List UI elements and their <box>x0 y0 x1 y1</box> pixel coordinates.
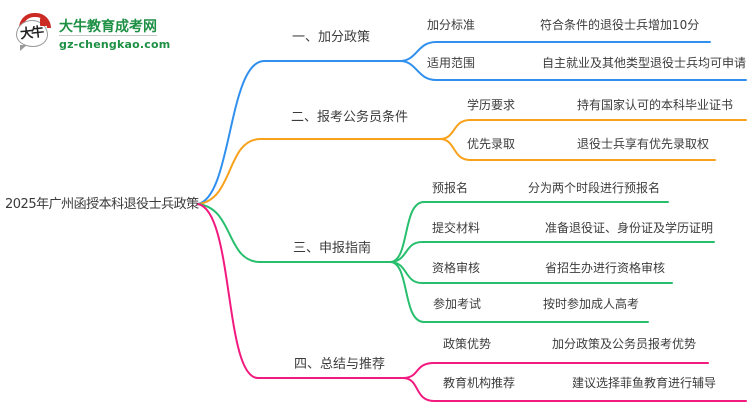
logo-bubble-tail <box>20 45 27 51</box>
root-topic: 2025年广州函授本科退役士兵政策 <box>5 197 199 212</box>
brand-domain: gz-chengkao.com <box>59 38 171 51</box>
branch-4-connector <box>197 203 747 402</box>
branch-2-label: 二、报考公务员条件 <box>291 110 409 125</box>
site-logo: 大牛 大牛教育成考网 gz-chengkao.com <box>16 13 170 63</box>
branch-1-child-1-detail: 符合条件的退役士兵增加10分 <box>540 18 700 32</box>
branch-1-label: 一、加分政策 <box>292 30 371 45</box>
logo-red-arc <box>19 13 51 28</box>
branch-1-child-2-detail: 自主就业及其他类型退役士兵均可申请 <box>542 56 747 70</box>
branch-3-child-2-label: 提交材料 <box>432 221 481 235</box>
brand-name: 大牛教育成考网 <box>59 19 157 35</box>
branch-3-label: 三、申报指南 <box>293 241 372 256</box>
branch-1-child-1-label: 加分标准 <box>427 18 476 32</box>
branch-1-connector <box>197 41 747 205</box>
branch-2-child-1-detail: 持有国家认可的本科毕业证书 <box>577 98 734 112</box>
branch-3-child-4-detail: 按时参加成人高考 <box>543 297 640 311</box>
branch-3-child-3-label: 资格审核 <box>432 261 481 275</box>
logo-red-seal <box>40 18 47 26</box>
branch-4-child-1-detail: 加分政策及公务员报考优势 <box>552 337 697 351</box>
branch-3-child-1-detail: 分为两个时段进行预报名 <box>528 181 661 195</box>
branch-1-child-2-label: 适用范围 <box>427 56 476 70</box>
branch-3-child-4-label: 参加考试 <box>433 297 482 311</box>
logo-bubble-icon: 大牛 <box>16 13 54 53</box>
branch-4-child-1-label: 政策优势 <box>443 337 492 351</box>
branch-4-child-2-label: 教育机构推荐 <box>443 376 516 390</box>
branch-2-child-2-detail: 退役士兵享有优先录取权 <box>577 137 710 151</box>
logo-divider <box>59 35 157 36</box>
branch-3-child-2-detail: 准备退役证、身份证及学历证明 <box>545 221 714 235</box>
branch-4-label: 四、总结与推荐 <box>294 357 386 372</box>
branch-2-child-2-label: 优先录取 <box>467 137 516 151</box>
branch-2-connector <box>197 119 747 205</box>
branch-3-child-3-detail: 省招生办进行资格审核 <box>545 261 666 275</box>
branch-2-child-1-label: 学历要求 <box>467 98 516 112</box>
branch-4-child-2-detail: 建议选择菲鱼教育进行辅导 <box>572 376 717 390</box>
branch-3-child-1-label: 预报名 <box>432 181 469 195</box>
branch-3-connector <box>197 201 715 323</box>
